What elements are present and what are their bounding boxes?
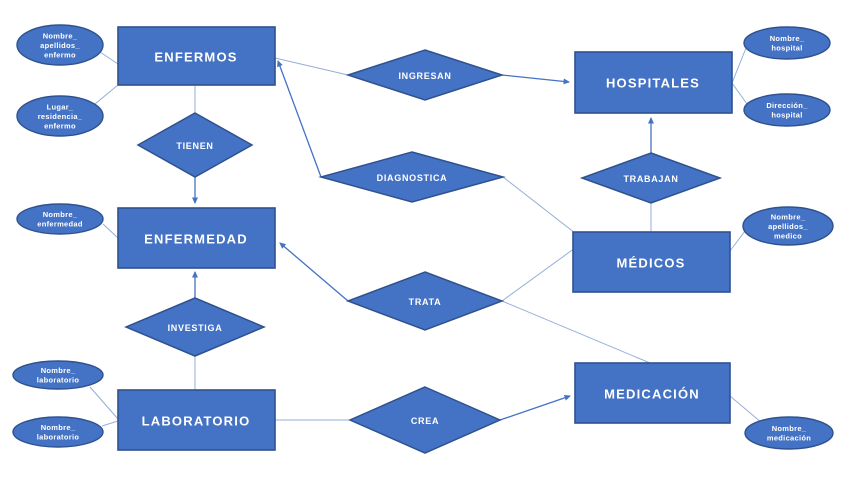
attribute-line: Nombre_ [41, 366, 76, 375]
attribute-nombre-hospital[interactable]: Nombre_ hospital [743, 26, 831, 60]
relationship-trata-shape[interactable] [345, 271, 505, 331]
attribute-line: hospital [771, 111, 802, 120]
relationship-tienen[interactable]: TIENEN [136, 112, 254, 178]
connector-diagnostica-medicos[interactable] [502, 176, 576, 234]
relationship-tienen-label: TIENEN [176, 141, 213, 151]
attribute-line: Dirección_ [766, 101, 808, 110]
entity-medicos-label: MÉDICOS [616, 256, 685, 271]
entity-enfermos-label: ENFERMOS [154, 50, 237, 65]
entity-hospitales-label: HOSPITALES [606, 76, 700, 91]
connector-medicos-attr-nombre-apellidos-medico[interactable] [729, 230, 746, 252]
entity-laboratorio-box[interactable] [117, 389, 276, 451]
connector-attr-nombre-apellidos-enfermo[interactable] [99, 51, 119, 65]
attribute-line: Nombre_ [771, 213, 806, 222]
attribute-line: laboratorio [37, 376, 80, 385]
relationship-investiga[interactable]: INVESTIGA [124, 297, 266, 357]
attribute-nombre-laboratorio-2-shape[interactable] [12, 416, 104, 448]
arrow-diagnostica-enfermos[interactable] [277, 60, 322, 178]
arrow-trata-enfermedad[interactable] [279, 242, 349, 302]
attribute-nombre-laboratorio-1-shape[interactable] [12, 360, 104, 390]
entity-enfermedad-label: ENFERMEDAD [144, 232, 248, 247]
relationship-ingresan-label: INGRESAN [398, 71, 451, 81]
attribute-line: Nombre_ [43, 210, 78, 219]
attribute-nombre-enfermedad[interactable]: Nombre_ enfermedad [16, 203, 104, 235]
entity-medicos-box[interactable] [572, 231, 731, 293]
entity-medicacion[interactable]: MEDICACIÓN [574, 362, 731, 424]
relationship-trata[interactable]: TRATA [345, 271, 505, 331]
entity-laboratorio-label: LABORATORIO [142, 414, 251, 429]
arrow-ingresan-hospitales[interactable] [501, 74, 570, 85]
connector-attr-nombre-laboratorio-1[interactable] [89, 386, 119, 420]
attribute-line: medico [774, 232, 802, 241]
attribute-line: apellidos_ [768, 222, 808, 231]
arrow-crea-medicacion[interactable] [499, 394, 571, 421]
entity-enfermedad-box[interactable] [117, 207, 276, 269]
relationship-trata-label: TRATA [409, 297, 442, 307]
entity-laboratorio[interactable]: LABORATORIO [117, 389, 276, 451]
relationship-crea-shape[interactable] [348, 386, 502, 454]
attribute-line: Nombre_ [41, 423, 76, 432]
attribute-line: Nombre_ [772, 424, 807, 433]
connector-trata-medicacion[interactable] [501, 300, 651, 364]
relationship-crea-label: CREA [411, 416, 439, 426]
relationship-investiga-label: INVESTIGA [168, 323, 223, 333]
relationship-trabajan[interactable]: TRABAJAN [579, 152, 723, 204]
attribute-nombre-laboratorio-2[interactable]: Nombre_ laboratorio [12, 416, 104, 448]
attribute-nombre-apellidos-medico-shape[interactable] [742, 206, 834, 246]
attribute-line: apellidos_ [40, 41, 80, 50]
relationship-investiga-shape[interactable] [124, 297, 266, 357]
connector-enfermos-ingresan[interactable] [274, 57, 349, 76]
attribute-line: enfermo [44, 51, 76, 60]
attribute-nombre-enfermedad-shape[interactable] [16, 203, 104, 235]
attribute-line: residencia_ [38, 112, 83, 121]
relationship-ingresan[interactable]: INGRESAN [345, 49, 505, 101]
connector-medicacion-attr-nombre-medicacion[interactable] [729, 395, 763, 424]
relationship-diagnostica-shape[interactable] [318, 151, 506, 203]
attribute-nombre-medicacion-shape[interactable] [744, 416, 834, 450]
relationship-crea[interactable]: CREA [348, 386, 502, 454]
attribute-nombre-hospital-shape[interactable] [743, 26, 831, 60]
attribute-line: enfermedad [37, 220, 83, 229]
attribute-line: Nombre_ [43, 32, 78, 41]
relationship-trabajan-label: TRABAJAN [623, 174, 678, 184]
relationship-trabajan-shape[interactable] [579, 152, 723, 204]
relationship-ingresan-shape[interactable] [345, 49, 505, 101]
attribute-line: enfermo [44, 122, 76, 131]
connector-attr-lugar-residencia-enfermo[interactable] [94, 84, 119, 105]
relationship-diagnostica[interactable]: DIAGNOSTICA [318, 151, 506, 203]
connector-attr-nombre-laboratorio-2[interactable] [101, 420, 119, 427]
entity-medicacion-label: MEDICACIÓN [604, 387, 700, 402]
entity-medicos[interactable]: MÉDICOS [572, 231, 731, 293]
attribute-nombre-laboratorio-1[interactable]: Nombre_ laboratorio [12, 360, 104, 390]
attribute-nombre-apellidos-enfermo-shape[interactable] [16, 24, 104, 66]
attribute-direccion-hospital-shape[interactable] [743, 93, 831, 127]
connector-hospitales-attr-nombre-hospital[interactable] [731, 47, 747, 84]
relationship-tienen-shape[interactable] [136, 112, 254, 178]
entity-enfermos-box[interactable] [117, 26, 276, 86]
attribute-lugar-residencia-enfermo-shape[interactable] [16, 95, 104, 137]
entity-medicacion-box[interactable] [574, 362, 731, 424]
attribute-lugar-residencia-enfermo[interactable]: Lugar_ residencia_ enfermo [16, 95, 104, 137]
attribute-line: hospital [771, 44, 802, 53]
entity-enfermedad[interactable]: ENFERMEDAD [117, 207, 276, 269]
attribute-nombre-apellidos-enfermo[interactable]: Nombre_ apellidos_ enfermo [16, 24, 104, 66]
attribute-line: Nombre_ [770, 34, 805, 43]
connector-medicos-trata[interactable] [501, 247, 576, 302]
attribute-direccion-hospital[interactable]: Dirección_ hospital [743, 93, 831, 127]
attribute-line: Lugar_ [47, 103, 74, 112]
entity-hospitales-box[interactable] [574, 51, 733, 114]
connector-hospitales-attr-direccion-hospital[interactable] [731, 82, 748, 105]
attribute-line: laboratorio [37, 433, 80, 442]
attribute-nombre-apellidos-medico[interactable]: Nombre_ apellidos_ medico [742, 206, 834, 246]
attribute-nombre-medicacion[interactable]: Nombre_ medicación [744, 416, 834, 450]
entity-hospitales[interactable]: HOSPITALES [574, 51, 733, 114]
relationship-diagnostica-label: DIAGNOSTICA [377, 173, 448, 183]
connector-attr-nombre-enfermedad[interactable] [102, 223, 119, 239]
entity-enfermos[interactable]: ENFERMOS [117, 26, 276, 86]
attribute-line: medicación [767, 434, 811, 443]
